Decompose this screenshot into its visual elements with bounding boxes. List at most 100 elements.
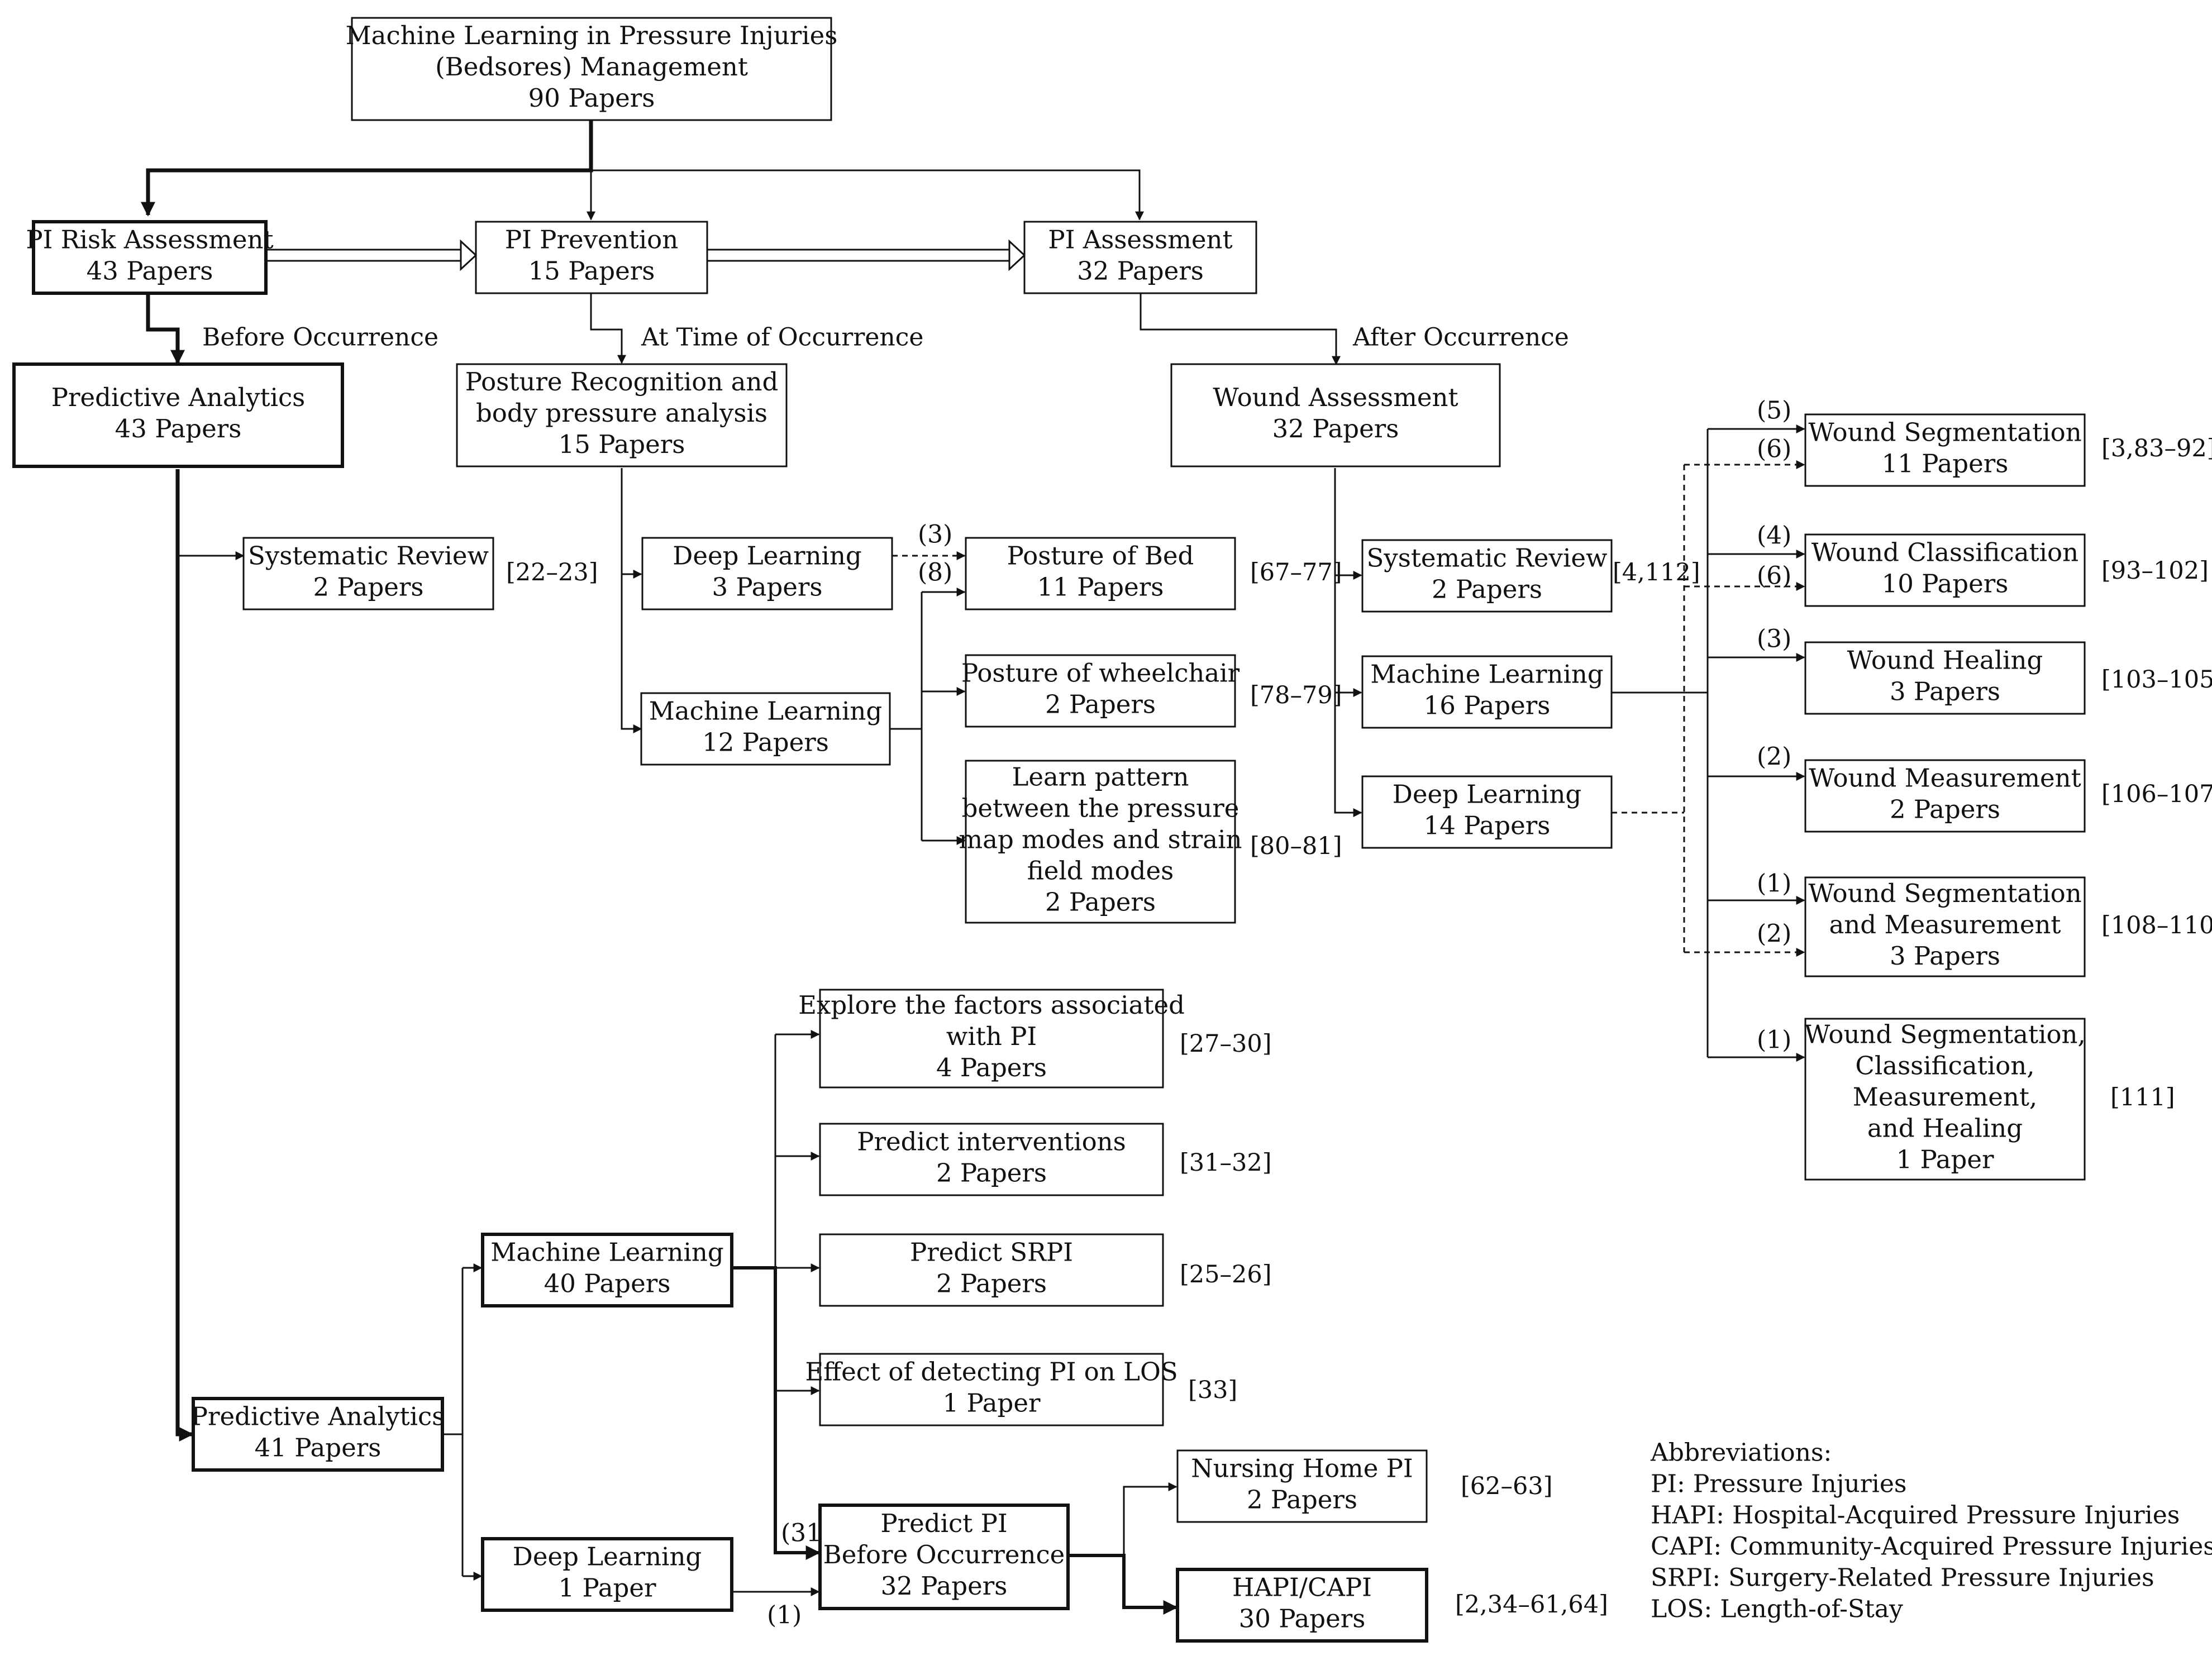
box-text-line: Posture Recognition and bbox=[465, 367, 779, 397]
box-border bbox=[1023, 221, 1257, 294]
citation-wound-all: [111] bbox=[2110, 1084, 2175, 1111]
abbreviation-item: SRPI: Surgery-Related Pressure Injuries bbox=[1651, 1564, 2154, 1592]
box-text-line: 4 Papers bbox=[936, 1053, 1047, 1082]
citation-posture-bed: [67–77] bbox=[1250, 559, 1342, 586]
box-text-line: 43 Papers bbox=[115, 414, 242, 443]
box-border bbox=[819, 1353, 1164, 1426]
box-border bbox=[819, 1123, 1164, 1196]
box-text-line: Nursing Home PI bbox=[1191, 1454, 1413, 1483]
box-text-line: 30 Papers bbox=[1239, 1604, 1366, 1634]
count-class-ml: (4) bbox=[1757, 522, 1791, 550]
box-text-line: 15 Papers bbox=[559, 429, 685, 459]
box-root: Machine Learning in Pressure Injuries(Be… bbox=[346, 17, 838, 121]
box-text-line: 2 Papers bbox=[936, 1269, 1047, 1299]
box-text-line: 14 Papers bbox=[1424, 811, 1551, 841]
count-segmeas-ml: (1) bbox=[1757, 870, 1791, 898]
box-text-line: Systematic Review bbox=[1366, 543, 1607, 573]
box-text-line: 1 Paper bbox=[559, 1573, 656, 1603]
box-text-line: Learn pattern bbox=[1012, 762, 1189, 792]
box-border bbox=[1176, 1568, 1428, 1643]
box-text-line: 41 Papers bbox=[255, 1433, 382, 1463]
box-text-line: 43 Papers bbox=[87, 256, 213, 286]
box-border bbox=[32, 220, 268, 295]
box-border bbox=[1804, 641, 2086, 715]
citation-sysrev-right: [4,112] bbox=[1613, 559, 1700, 586]
box-border bbox=[641, 537, 893, 610]
box-text-line: 32 Papers bbox=[1272, 414, 1399, 443]
box-text-line: Predict PI bbox=[880, 1509, 1007, 1538]
abbreviation-item: HAPI: Hospital-Acquired Pressure Injurie… bbox=[1651, 1501, 2180, 1530]
box-text-line: 90 Papers bbox=[528, 83, 655, 113]
box-border bbox=[1361, 775, 1613, 849]
box-text-line: PI Prevention bbox=[505, 225, 678, 255]
box-border bbox=[1804, 413, 2086, 487]
connector-lines bbox=[141, 120, 1805, 1615]
box-text-line: 2 Papers bbox=[1045, 690, 1156, 719]
count-bed-dl: (3) bbox=[918, 521, 952, 549]
box-text-line: 11 Papers bbox=[1037, 572, 1164, 602]
box-text-line: PI Assessment bbox=[1048, 225, 1232, 255]
box-text-line: Wound Assessment bbox=[1213, 383, 1458, 412]
box-text-line: Machine Learning bbox=[1370, 660, 1603, 689]
citation-wound-seg: [3,83–92] bbox=[2101, 435, 2212, 462]
box-text-line: 2 Papers bbox=[313, 572, 423, 602]
box-text-line: map modes and strain bbox=[959, 825, 1242, 855]
box-text-line: (Bedsores) Management bbox=[435, 52, 748, 82]
phase-label-after: After Occurrence bbox=[1352, 323, 1569, 352]
box-text-line: field modes bbox=[1027, 856, 1174, 886]
box-text-line: PI Risk Assessment bbox=[26, 225, 273, 255]
citation-wound-class: [93–102] bbox=[2101, 557, 2209, 585]
count-class-dl: (6) bbox=[1757, 562, 1791, 590]
hollow-arrow-risk-prevention bbox=[266, 239, 478, 271]
box-border bbox=[640, 692, 891, 766]
box-text-line: Deep Learning bbox=[1393, 780, 1581, 809]
abbreviation-item: CAPI: Community-Acquired Pressure Injuri… bbox=[1651, 1533, 2212, 1561]
box-text-line: Posture of wheelchair bbox=[961, 658, 1240, 688]
abbreviation-item: PI: Pressure Injuries bbox=[1651, 1470, 1906, 1498]
box-text-line: 2 Papers bbox=[1045, 887, 1156, 917]
box-text-line: and Healing bbox=[1867, 1114, 2023, 1143]
box-text-line: Wound Segmentation, bbox=[1804, 1020, 2086, 1049]
phase-label-before: Before Occurrence bbox=[202, 323, 438, 352]
box-text-line: Machine Learning in Pressure Injuries bbox=[346, 21, 838, 50]
citation-hapi: [2,34–61,64] bbox=[1455, 1591, 1608, 1619]
box-border bbox=[1361, 655, 1613, 729]
box-text-line: 3 Papers bbox=[712, 572, 822, 602]
box-text-line: Classification, bbox=[1855, 1051, 2034, 1081]
box-text-line: Predict interventions bbox=[857, 1127, 1126, 1157]
citation-pred-interv: [31–32] bbox=[1180, 1149, 1271, 1177]
box-text-line: 15 Papers bbox=[528, 256, 655, 286]
box-text-line: Deep Learning bbox=[513, 1542, 702, 1572]
box-text-line: 3 Papers bbox=[1890, 677, 2000, 707]
box-text-line: Measurement, bbox=[1853, 1082, 2037, 1112]
box-border bbox=[475, 221, 708, 294]
box-text-line: Systematic Review bbox=[248, 541, 489, 571]
box-text-line: Deep Learning bbox=[673, 541, 861, 571]
box-text-line: 12 Papers bbox=[702, 728, 829, 757]
box-text-line: Predictive Analytics bbox=[191, 1402, 445, 1431]
box-border bbox=[818, 1504, 1070, 1610]
box-text-line: Predict SRPI bbox=[910, 1238, 1073, 1267]
box-text-line: with PI bbox=[946, 1022, 1037, 1051]
box-border bbox=[1804, 1018, 2086, 1181]
box-text-line: 3 Papers bbox=[1890, 941, 2000, 971]
box-text-line: Wound Classification bbox=[1811, 538, 2078, 567]
phase-label-at-time: At Time of Occurrence bbox=[641, 323, 923, 352]
box-text-line: Wound Healing bbox=[1847, 646, 2043, 675]
citation-effect-los: [33] bbox=[1188, 1376, 1237, 1404]
box-wound-all: Wound Segmentation,Classification,Measur… bbox=[1804, 1018, 2086, 1181]
box-text-line: Wound Segmentation bbox=[1808, 418, 2081, 447]
